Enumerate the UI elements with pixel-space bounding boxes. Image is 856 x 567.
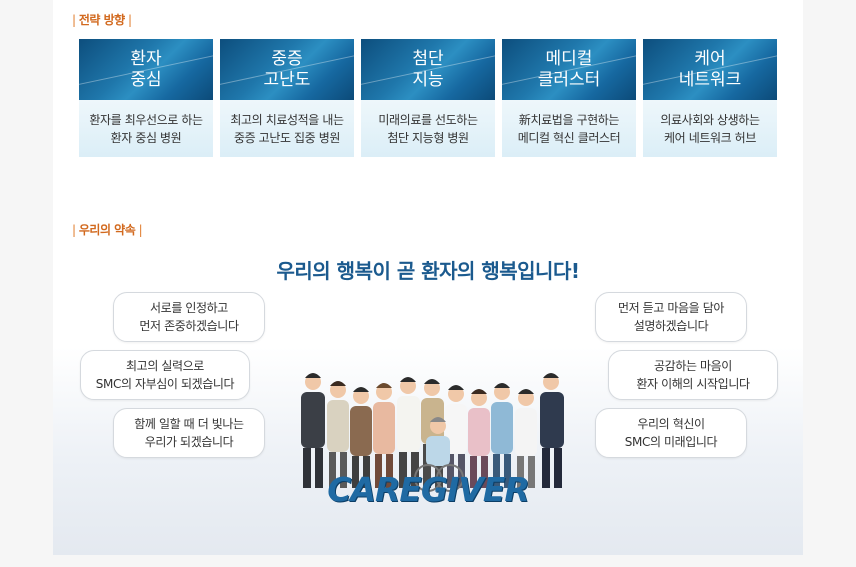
card-desc-line: 최고의 치료성적을 내는	[230, 112, 344, 127]
bubble-line: 공감하는 마음이	[654, 359, 732, 373]
card-desc-line: 환자 중심 병원	[110, 130, 182, 145]
staff-figure	[397, 377, 420, 488]
promise-bubble-skill: 최고의 실력으로 SMC의 자부심이 되겠습니다	[80, 350, 250, 400]
card-description: 미래의료를 선도하는 첨단 지능형 병원	[361, 100, 495, 157]
promise-bubble-together: 함께 일할 때 더 빛나는 우리가 되겠습니다	[113, 408, 265, 458]
staff-figure	[445, 385, 467, 488]
card-description: 최고의 치료성적을 내는 중증 고난도 집중 병원	[220, 100, 354, 157]
card-title: 환자 중심	[79, 39, 213, 100]
card-title-line: 네트워크	[678, 69, 742, 90]
card-title-line: 지능	[412, 69, 444, 90]
staff-figure	[327, 381, 349, 488]
staff-figure	[301, 373, 325, 488]
bubble-line: 최고의 실력으로	[126, 359, 204, 373]
card-title: 케어 네트워크	[643, 39, 777, 100]
card-title-line: 중심	[130, 69, 162, 90]
card-desc-line: 메디컬 혁신 클러스터	[517, 130, 621, 145]
staff-figure	[373, 383, 395, 488]
bubble-line: 먼저 듣고 마음을 담아	[617, 301, 724, 315]
card-title-line: 메디컬	[545, 48, 593, 69]
strategy-card-cluster: 메디컬 클러스터 新치료법을 구현하는 메디컬 혁신 클러스터	[502, 39, 636, 157]
strategy-card-patient: 환자 중심 환자를 최우선으로 하는 환자 중심 병원	[79, 39, 213, 157]
content-panel: | 전략 방향 | 환자 중심 환자를 최우선으로 하는 환자 중심 병원 중증…	[53, 0, 803, 555]
promise-headline: 우리의 행복이 곧 환자의 행복입니다!	[276, 259, 580, 283]
bubble-line: 서로를 인정하고	[150, 301, 228, 315]
bubble-line: 환자 이해의 시작입니다	[636, 377, 750, 391]
wheelchair-patient	[414, 417, 464, 492]
staff-figures	[301, 373, 564, 492]
card-title-line: 첨단	[412, 48, 444, 69]
strategy-card-intelligence: 첨단 지능 미래의료를 선도하는 첨단 지능형 병원	[361, 39, 495, 157]
staff-group-illustration	[301, 373, 564, 492]
card-desc-line: 환자를 최우선으로 하는	[89, 112, 203, 127]
card-title: 중증 고난도	[220, 39, 354, 100]
promise-bubble-listen: 먼저 듣고 마음을 담아 설명하겠습니다	[595, 292, 747, 342]
bubble-line: SMC의 미래입니다	[624, 435, 718, 449]
strategy-cards: 환자 중심 환자를 최우선으로 하는 환자 중심 병원 중증 고난도 최고의 치…	[79, 39, 778, 157]
card-title: 메디컬 클러스터	[502, 39, 636, 100]
card-desc-line: 케어 네트워크 허브	[664, 130, 756, 145]
bubble-line: 먼저 존중하겠습니다	[139, 319, 239, 333]
promise-bubble-empathy: 공감하는 마음이 환자 이해의 시작입니다	[608, 350, 778, 400]
staff-figure	[491, 383, 513, 488]
card-desc-line: 첨단 지능형 병원	[387, 130, 469, 145]
card-description: 의료사회와 상생하는 케어 네트워크 허브	[643, 100, 777, 157]
bubble-line: 함께 일할 때 더 빛나는	[134, 417, 244, 431]
promise-bubble-innovation: 우리의 혁신이 SMC의 미래입니다	[595, 408, 747, 458]
card-title: 첨단 지능	[361, 39, 495, 100]
card-title-line: 케어	[694, 48, 726, 69]
section-label-strategy: | 전략 방향 |	[72, 13, 132, 27]
card-description: 환자를 최우선으로 하는 환자 중심 병원	[79, 100, 213, 157]
bubble-line: 우리의 혁신이	[637, 417, 705, 431]
card-desc-line: 新치료법을 구현하는	[518, 112, 620, 127]
bubble-line: SMC의 자부심이 되겠습니다	[95, 377, 235, 391]
strategy-card-network: 케어 네트워크 의료사회와 상생하는 케어 네트워크 허브	[643, 39, 777, 157]
card-title-line: 환자	[130, 48, 162, 69]
card-title-line: 클러스터	[537, 69, 601, 90]
staff-figure	[350, 387, 372, 488]
card-desc-line: 미래의료를 선도하는	[378, 112, 478, 127]
card-description: 新치료법을 구현하는 메디컬 혁신 클러스터	[502, 100, 636, 157]
staff-figure	[515, 389, 537, 488]
card-desc-line: 중증 고난도 집중 병원	[233, 130, 340, 145]
staff-figure	[540, 373, 564, 488]
caregiver-logo: CAREGIVER	[327, 470, 530, 509]
promise-bubble-respect: 서로를 인정하고 먼저 존중하겠습니다	[113, 292, 265, 342]
strategy-card-severe: 중증 고난도 최고의 치료성적을 내는 중증 고난도 집중 병원	[220, 39, 354, 157]
bubble-line: 설명하겠습니다	[633, 319, 709, 333]
section-label-promise: | 우리의 약속 |	[72, 223, 143, 237]
card-title-line: 고난도	[263, 69, 311, 90]
bubble-line: 우리가 되겠습니다	[144, 435, 234, 449]
staff-figure	[468, 389, 490, 488]
card-title-line: 중증	[271, 48, 303, 69]
card-desc-line: 의료사회와 상생하는	[660, 112, 760, 127]
